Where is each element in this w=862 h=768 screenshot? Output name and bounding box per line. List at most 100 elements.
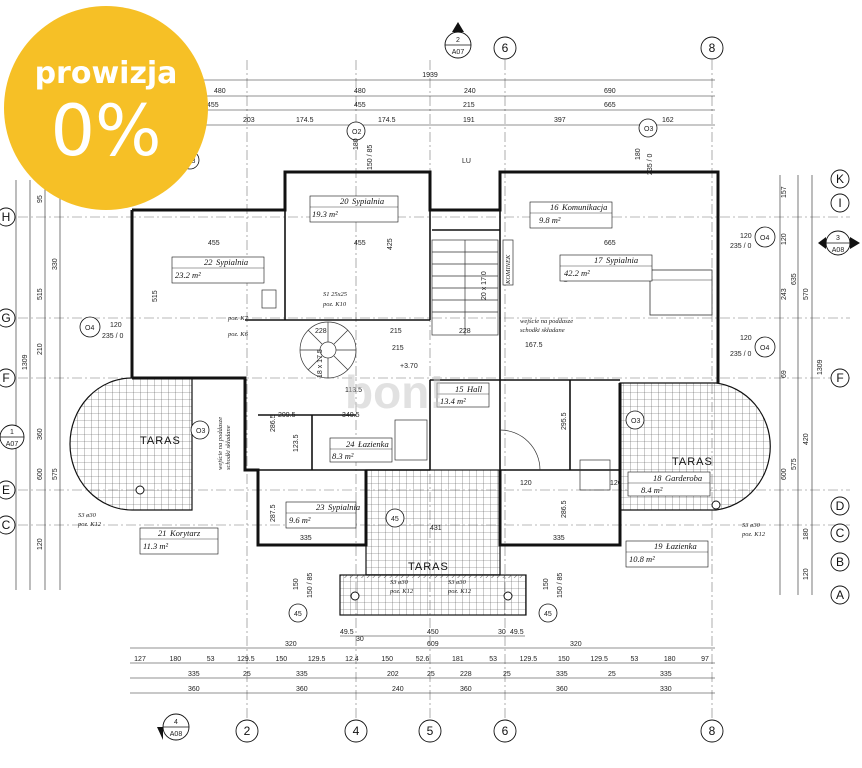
interior-dim: 340.5 — [342, 412, 360, 419]
room-label-24-lazienka: 24 Łazienka 8.3 m² — [329, 437, 393, 463]
interior-dim: 113.5 — [345, 387, 362, 394]
left-dim: 515 — [37, 288, 44, 300]
watermark-logo: bon! — [345, 366, 445, 418]
window-dim: 235 / 0 — [102, 333, 124, 340]
note-folding-stairs-left: schodki składane — [225, 425, 232, 470]
bottom-dim: 320 — [570, 641, 582, 648]
bottom-dimension-lines — [130, 635, 715, 694]
top-dimension-lines — [130, 79, 715, 126]
svg-text:A07: A07 — [452, 49, 465, 56]
svg-text:Korytarz: Korytarz — [169, 528, 201, 538]
bottom-dim: 330 — [660, 686, 672, 693]
axis-bubble-top-8: 8 — [700, 36, 724, 60]
window-dim: 150 / 85 — [307, 573, 314, 598]
left-dim: 95 — [37, 195, 44, 203]
right-dim: 120 — [781, 233, 788, 245]
section-marker-bottom: 4 A08 — [157, 713, 190, 741]
svg-text:4: 4 — [174, 719, 178, 726]
commission-label: prowizja — [34, 55, 178, 91]
bottom-dim: 335 — [660, 671, 672, 678]
door-swing — [499, 429, 541, 471]
svg-text:G: G — [1, 311, 10, 325]
axis-bubble-bottom-5: 5 — [418, 719, 442, 743]
bottom-dim: 97 — [701, 656, 709, 663]
bottom-dim: 335 — [296, 671, 308, 678]
right-dim: 600 — [781, 468, 788, 480]
bottom-dim: 129.5 — [237, 656, 255, 663]
svg-text:16: 16 — [550, 202, 559, 212]
svg-text:O3: O3 — [631, 418, 640, 425]
room-label-18-garderoba: 18 Garderoba 8.4 m² — [627, 471, 711, 497]
svg-text:15: 15 — [455, 384, 464, 394]
left-dim: 575 — [52, 468, 59, 480]
front-terrace — [365, 469, 501, 576]
main-staircase — [431, 239, 499, 336]
svg-text:C: C — [2, 518, 11, 532]
axis-bubble-right-D: D — [830, 496, 850, 516]
svg-text:9.8 m²: 9.8 m² — [539, 215, 561, 225]
window-dim: 120 — [740, 233, 752, 240]
svg-text:O2: O2 — [352, 129, 361, 136]
window-dim: 180 — [635, 148, 642, 160]
axis-bubble-bottom-4: 4 — [344, 719, 368, 743]
lintel-marker: O4 — [754, 336, 776, 358]
right-dim: 243 — [781, 288, 788, 300]
right-dim: 420 — [803, 433, 810, 445]
top-dim: 203 — [243, 117, 255, 124]
svg-text:D: D — [836, 499, 845, 513]
bottom-dim: 450 — [427, 629, 439, 636]
top-dim: 240 — [464, 88, 476, 95]
left-dim: 600 — [37, 468, 44, 480]
right-dim: 120 — [803, 568, 810, 580]
svg-text:21: 21 — [158, 528, 167, 538]
top-dim: 397 — [554, 117, 566, 124]
bottom-dim: 53 — [489, 656, 497, 663]
left-dim: 360 — [37, 428, 44, 440]
svg-text:O4: O4 — [760, 345, 769, 352]
note-s1: S1 25x25 — [323, 291, 348, 298]
right-dim: 575 — [791, 458, 798, 470]
top-dim: 480 — [354, 88, 366, 95]
lintel-marker: 45 — [538, 603, 558, 623]
bottom-dim: 335 — [188, 671, 200, 678]
room-label-16-komunikacja: 16 Komunikacja 9.8 m² — [529, 201, 613, 229]
interior-dim: 167.5 — [525, 342, 543, 349]
svg-text:5: 5 — [427, 724, 434, 738]
top-dim: 174.5 — [296, 117, 314, 124]
note-attic-entry-left: wejście na poddasze — [217, 417, 224, 470]
svg-text:O4: O4 — [760, 235, 769, 242]
front-terrace-lower — [339, 574, 527, 616]
svg-text:H: H — [2, 210, 11, 224]
room-label-20-sypialnia: 20 Sypialnia 19.3 m² — [309, 195, 399, 223]
lintel-marker: O3 — [625, 410, 645, 430]
wc-fixture — [261, 289, 277, 309]
note-s3-mid2: S3 ø30 — [448, 579, 467, 586]
downpipe-icon — [350, 591, 360, 601]
bottom-dim: 150 — [558, 656, 570, 663]
terrace-balustrade — [340, 575, 526, 578]
right-dim: 69 — [781, 370, 788, 378]
interior-dim: 215 — [390, 328, 402, 335]
note-s3-mid2-pos: poz. K12 — [447, 588, 472, 595]
bottom-dim: 49.5 — [510, 629, 524, 636]
svg-text:6: 6 — [502, 724, 509, 738]
svg-text:17: 17 — [594, 255, 603, 265]
note-pos-k7: poz. K7 — [227, 315, 249, 322]
bottom-dim: 360 — [188, 686, 200, 693]
bottom-dim: 335 — [556, 671, 568, 678]
room-label-23-sypialnia: 23 Sypialnia 9.6 m² — [285, 501, 360, 529]
right-dim: 180 — [803, 528, 810, 540]
note-s1-pos: poz. K10 — [322, 301, 347, 308]
svg-text:I: I — [838, 196, 841, 210]
axis-bubble-left-F: F — [0, 368, 16, 388]
bottom-dim: 129.5 — [520, 656, 538, 663]
svg-text:8: 8 — [709, 724, 716, 738]
interior-dim: 123.5 — [293, 434, 300, 452]
interior-dim: 335 — [553, 535, 565, 542]
spiral-staircase — [299, 321, 357, 379]
interior-dim: 335 — [300, 535, 312, 542]
lintel-marker: O4 — [79, 316, 101, 338]
svg-text:3: 3 — [836, 235, 840, 242]
right-dim: 570 — [803, 288, 810, 300]
